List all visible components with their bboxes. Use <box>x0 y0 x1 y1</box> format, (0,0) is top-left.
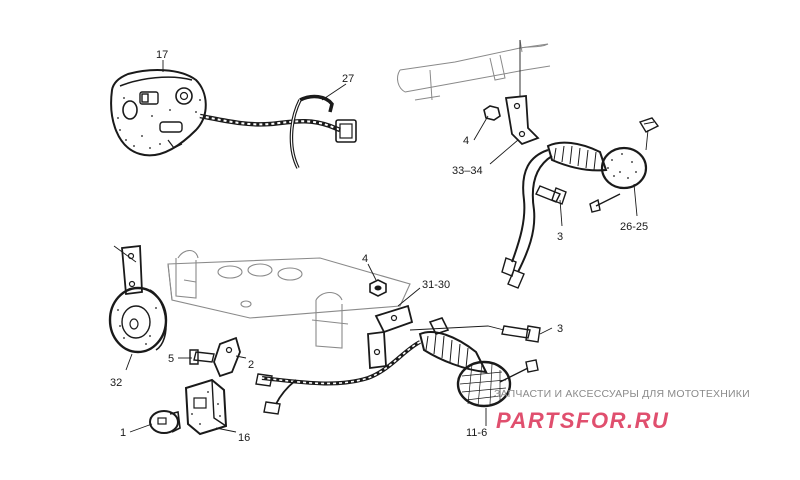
callout-3-top: 3 <box>557 231 563 243</box>
ghost-triple-clamp <box>167 249 411 349</box>
relay-part-16 <box>184 378 228 436</box>
turn-signal-wire-mid <box>255 340 421 415</box>
nut-mid <box>369 279 387 297</box>
callout-33-34: 33–34 <box>452 165 483 177</box>
watermark-tagline: ЗАПЧАСТИ И АКСЕССУАРЫ ДЛЯ МОТОТЕХНИКИ <box>494 388 750 400</box>
callout-1: 1 <box>120 427 126 439</box>
screw-lens <box>499 359 539 383</box>
callout-27: 27 <box>342 73 354 85</box>
turn-signal-mid <box>418 317 512 408</box>
leader-lines-bottom <box>113 245 553 433</box>
leader-lines-top <box>162 40 638 227</box>
horn <box>108 244 168 354</box>
callout-17: 17 <box>156 49 168 61</box>
callout-11-6: 11-6 <box>466 427 487 439</box>
callout-26-25: 26-25 <box>620 221 648 233</box>
turn-signal-bracket-mid <box>367 304 414 370</box>
socket-part-1 <box>149 410 181 434</box>
callout-16: 16 <box>238 432 250 444</box>
turn-signal-wire-top <box>501 149 553 289</box>
callout-5: 5 <box>168 353 174 365</box>
nut-top <box>483 105 501 121</box>
screw-mid-3 <box>501 325 541 343</box>
callout-31-30: 31-30 <box>422 279 450 291</box>
screw-part-5 <box>189 349 215 365</box>
turn-signal-bracket-top <box>504 95 540 146</box>
callout-32: 32 <box>110 377 122 389</box>
callout-4-top: 4 <box>463 135 469 147</box>
callout-3-mid: 3 <box>557 323 563 335</box>
turn-signal-top <box>546 117 660 190</box>
switch-harness <box>199 113 357 143</box>
callout-2: 2 <box>248 359 254 371</box>
screw-top <box>535 185 621 213</box>
callout-4-mid: 4 <box>362 253 368 265</box>
ghost-frame-tube <box>397 39 551 101</box>
bracket-part-2 <box>213 336 241 378</box>
harness-clamp-strap <box>289 94 334 169</box>
watermark-logo: PARTSFOR.RU <box>496 408 669 433</box>
handlebar-switch-assembly <box>110 69 207 157</box>
